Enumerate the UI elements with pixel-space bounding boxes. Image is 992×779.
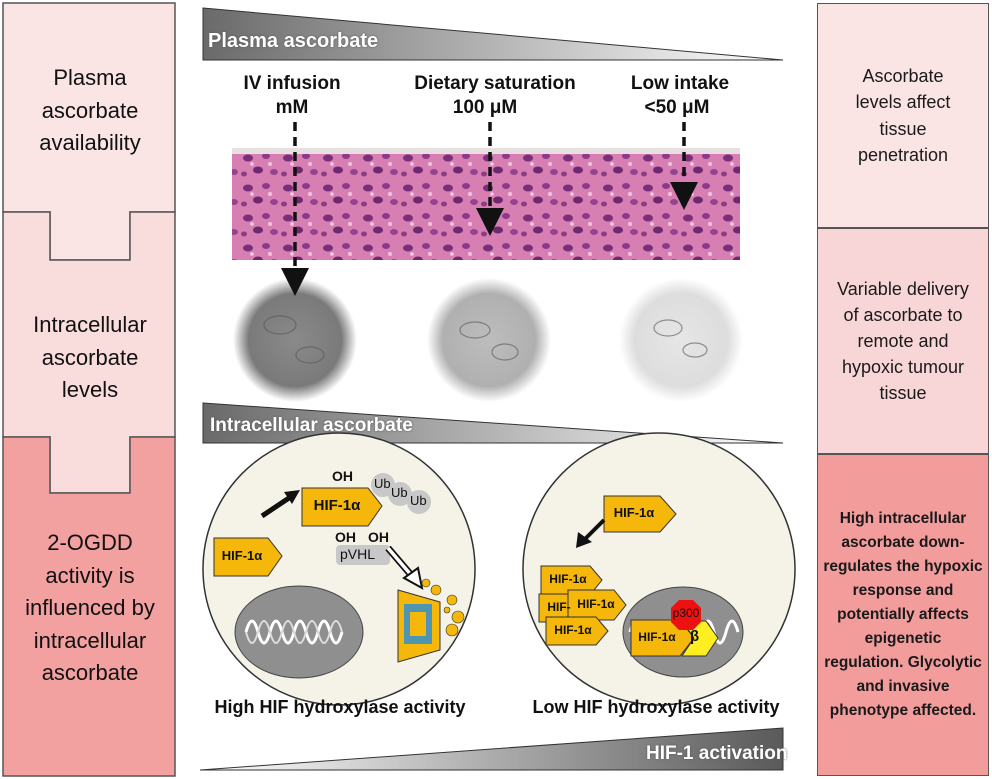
hif-shape-low-3	[567, 589, 627, 621]
level-dietary-saturation: Dietary saturation 100 μM	[400, 72, 590, 120]
right-box-hypoxic-response: High intracellular ascorbate down-regula…	[817, 454, 989, 776]
oh-label-left: OH	[335, 529, 356, 545]
right-box3-text: High intracellular ascorbate down-regula…	[823, 509, 983, 720]
hif-label-low-nuclear: HIF-1α	[638, 630, 676, 644]
plasma-ascorbate-ramp	[202, 7, 784, 61]
hif-activation-ramp	[199, 727, 784, 771]
ub-label-2: Ub	[391, 485, 408, 500]
level-low-intake-value: <50 μM	[644, 96, 710, 118]
cell-image-high	[233, 278, 357, 402]
hif-label-low-3: HIF-1α	[577, 597, 615, 611]
hif-shape-high-hydroxylated	[301, 487, 383, 527]
nucleus-high	[234, 585, 364, 679]
cell-image-low	[619, 278, 743, 402]
hif-label-low-top: HIF-1α	[613, 505, 655, 520]
hif-activation-label: HIF-1 activation	[646, 743, 788, 764]
hif-shape-low-4	[545, 616, 609, 646]
caption-low-hydroxylase: Low HIF hydroxylase activity	[532, 697, 780, 717]
plasma-ascorbate-label: Plasma ascorbate	[208, 30, 379, 52]
left-box2-text: Intracellular ascorbate levels	[33, 312, 147, 403]
hif-shape-low-top	[603, 495, 677, 533]
caption-high-hydroxylase: High HIF hydroxylase activity	[214, 697, 466, 717]
right-box2-text: Variable delivery of ascorbate to remote…	[837, 278, 969, 404]
level-dietary-value: 100 μM	[452, 96, 518, 118]
right-box-delivery: Variable delivery of ascorbate to remote…	[817, 228, 989, 454]
level-low-intake-label: Low intake	[630, 73, 730, 94]
hif-label-low-4: HIF-1α	[554, 623, 592, 637]
level-dietary-label: Dietary saturation	[414, 73, 576, 94]
pvhl-box	[336, 545, 390, 565]
ub-label-1: Ub	[374, 476, 391, 491]
hif-label-low-2: HIF-	[547, 600, 571, 614]
level-iv-infusion-value: mM	[275, 96, 309, 118]
level-iv-infusion: IV infusion mM	[212, 72, 372, 120]
level-low-intake: Low intake <50 μM	[620, 72, 740, 120]
left-box1-text: Plasma ascorbate availability	[39, 65, 141, 156]
left-box3-text: 2-OGDD activity is influenced by intrace…	[25, 530, 155, 686]
p300-octagon	[671, 600, 701, 630]
tissue-section	[232, 148, 740, 260]
right-box1-text: Ascorbate levels affect tissue penetrati…	[855, 66, 951, 165]
pvhl-label: pVHL	[340, 546, 376, 562]
left-box-2ogdd	[2, 436, 176, 777]
oh-label-top: OH	[332, 468, 353, 484]
hif-label-high-left: HIF-1α	[221, 548, 263, 563]
hif-label-high-hydroxylated: HIF-1α	[313, 497, 361, 514]
right-box-penetration: Ascorbate levels affect tissue penetrati…	[817, 3, 989, 228]
level-iv-infusion-label: IV infusion	[243, 73, 341, 94]
hif-shape-low-1	[540, 565, 603, 596]
cell-image-medium	[427, 278, 551, 402]
hif-label-low-1: HIF-1α	[549, 572, 587, 586]
hif-shape-high-left	[213, 537, 283, 577]
beta-label: β	[690, 628, 700, 645]
ub-label-3: Ub	[410, 493, 427, 508]
p300-label: p300	[672, 606, 700, 620]
oh-label-right: OH	[368, 529, 389, 545]
intracellular-ascorbate-label: Intracellular ascorbate	[210, 415, 413, 436]
